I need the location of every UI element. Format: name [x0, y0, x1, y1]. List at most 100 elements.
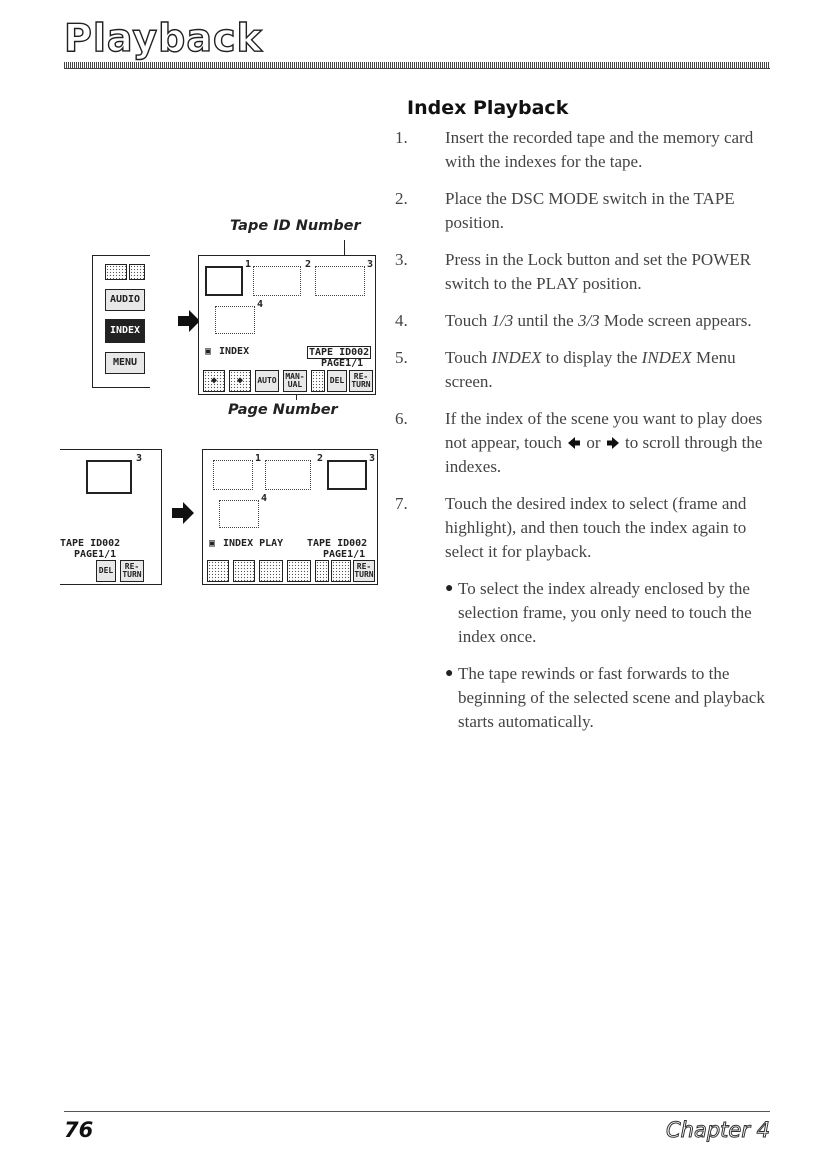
- thumbnail-number: 2: [317, 453, 324, 464]
- play-button-blank[interactable]: [315, 560, 329, 582]
- index-thumbnail[interactable]: [327, 460, 367, 490]
- page-label: PAGE1/1: [321, 358, 364, 369]
- step-text: Touch 1/3 until the 3/3 Mode screen appe…: [445, 309, 775, 333]
- header-rule: [64, 62, 770, 69]
- bullet-1: ● To select the index already enclosed b…: [395, 577, 775, 649]
- step-number: 6.: [395, 409, 408, 428]
- tape-id-label: TAPE ID002: [307, 538, 368, 549]
- scroll-right-button[interactable]: ◆: [229, 370, 251, 392]
- step-1: 1. Insert the recorded tape and the memo…: [395, 126, 775, 174]
- thumbnail-number: 4: [257, 299, 264, 310]
- play-button-blank[interactable]: [207, 560, 229, 582]
- index-thumbnail[interactable]: [265, 460, 311, 490]
- index-screen: 1 2 3 4 ▣ INDEX TAPE ID002 PAGE1/1 ◆ ◆ A…: [198, 255, 376, 395]
- index-thumbnail[interactable]: [253, 266, 301, 296]
- step-text: Touch INDEX to display the INDEX Menu sc…: [445, 346, 775, 394]
- step-text-part: Touch: [445, 311, 492, 330]
- step-2: 2. Place the DSC MODE switch in the TAPE…: [395, 187, 775, 235]
- thumbnail-number: 1: [245, 259, 252, 270]
- step-text-part: until the: [513, 311, 578, 330]
- thumbnail-number: 1: [255, 453, 262, 464]
- step-text-part: or: [586, 433, 601, 452]
- index-thumbnail[interactable]: [219, 500, 259, 528]
- thumbnail-number: 3: [369, 453, 376, 464]
- step-text: Press in the Lock button and set the POW…: [445, 250, 751, 293]
- section-title: Index Playback: [407, 97, 569, 119]
- step-number: 3.: [395, 250, 408, 269]
- index-play-label: INDEX PLAY: [223, 538, 284, 549]
- play-button-blank[interactable]: [259, 560, 283, 582]
- index-thumbnail[interactable]: [215, 306, 255, 334]
- index-thumbnail[interactable]: [315, 266, 365, 296]
- step-number: 5.: [395, 348, 408, 367]
- page-number-callout: Page Number: [228, 402, 338, 418]
- illustration-index-menu: Tape ID Number Page Number AUDIO INDEX M…: [0, 0, 400, 600]
- partial-screen: 3 TAPE ID002 PAGE1/1 DEL RE- TURN: [60, 449, 162, 585]
- step-number: 1.: [395, 128, 408, 147]
- index-thumbnail[interactable]: [86, 460, 132, 494]
- right-arrow-icon: [606, 437, 619, 449]
- step-5: 5. Touch INDEX to display the INDEX Menu…: [395, 346, 775, 394]
- step-text-part: to display the: [541, 348, 642, 367]
- step-text-part: Mode screen appears.: [599, 311, 752, 330]
- left-arrow-icon: [568, 437, 581, 449]
- thumbnail-number: 3: [136, 453, 143, 464]
- index-thumbnail[interactable]: [205, 266, 243, 296]
- auto-button[interactable]: AUTO: [255, 370, 279, 392]
- return-button[interactable]: RE- TURN: [353, 560, 375, 582]
- return-button[interactable]: RE- TURN: [349, 370, 373, 392]
- play-button-blank[interactable]: [233, 560, 255, 582]
- tape-id-callout: Tape ID Number: [230, 218, 361, 234]
- step-text-part: Menu screen.: [445, 348, 736, 391]
- step-emphasis: INDEX: [641, 348, 692, 367]
- step-number: 4.: [395, 311, 408, 330]
- illustration-index-play: 3 TAPE ID002 PAGE1/1 DEL RE- TURN 1 2 3 …: [0, 0, 400, 600]
- scroll-left-button[interactable]: ◆: [203, 370, 225, 392]
- step-number: 2.: [395, 189, 408, 208]
- side-menu-panel: AUDIO INDEX MENU: [92, 255, 150, 388]
- chapter-label: Chapter 4: [666, 1118, 771, 1143]
- step-emphasis: 3/3: [577, 311, 600, 330]
- bullet-2: ● The tape rewinds or fast forwards to t…: [395, 662, 775, 734]
- step-emphasis: 1/3: [491, 311, 514, 330]
- page-label: PAGE1/1: [323, 549, 366, 560]
- page-number: 76: [64, 1118, 94, 1142]
- audio-button[interactable]: AUDIO: [105, 289, 145, 311]
- manual-button[interactable]: MAN- UAL: [283, 370, 307, 392]
- step-text: Place the DSC MODE switch in the TAPE po…: [445, 189, 735, 232]
- menu-button[interactable]: MENU: [105, 352, 145, 374]
- spacer-button[interactable]: [311, 370, 325, 392]
- bullet-text: The tape rewinds or fast forwards to the…: [458, 664, 765, 731]
- right-arrow-icon: [178, 310, 200, 332]
- thumbnail-number: 3: [367, 259, 374, 270]
- tape-icon: ▣: [205, 346, 212, 357]
- play-button-blank[interactable]: [287, 560, 311, 582]
- delete-button[interactable]: DEL: [96, 560, 116, 582]
- step-6: 6. If the index of the scene you want to…: [395, 407, 775, 479]
- mode-button-b[interactable]: [129, 264, 145, 280]
- step-3: 3. Press in the Lock button and set the …: [395, 248, 775, 296]
- step-text-part: If the index of the scene you want to pl…: [445, 409, 763, 452]
- mode-button-a[interactable]: [105, 264, 127, 280]
- right-arrow-icon: [172, 502, 194, 524]
- step-text: If the index of the scene you want to pl…: [445, 407, 775, 479]
- bullet-dot-icon: ●: [445, 666, 454, 681]
- step-text-part: Touch: [445, 348, 492, 367]
- delete-button[interactable]: DEL: [327, 370, 347, 392]
- tape-id-label: TAPE ID002: [307, 346, 372, 359]
- bullet-dot-icon: ●: [445, 581, 454, 596]
- return-button[interactable]: RE- TURN: [120, 560, 144, 582]
- thumbnail-number: 2: [305, 259, 312, 270]
- play-button-blank[interactable]: [331, 560, 351, 582]
- step-emphasis: INDEX: [491, 348, 542, 367]
- page-label: PAGE1/1: [74, 549, 117, 560]
- index-button[interactable]: INDEX: [105, 319, 145, 343]
- steps-list: 1. Insert the recorded tape and the memo…: [395, 126, 775, 747]
- index-play-screen: 1 2 3 4 ▣ INDEX PLAY TAPE ID002 PAGE1/1 …: [202, 449, 378, 585]
- index-thumbnail[interactable]: [213, 460, 253, 490]
- step-number: 7.: [395, 494, 408, 513]
- step-text: Insert the recorded tape and the memory …: [445, 128, 754, 171]
- footer-rule: [64, 1111, 770, 1112]
- thumbnail-number: 4: [261, 493, 268, 504]
- tape-id-label: TAPE ID002: [60, 538, 121, 549]
